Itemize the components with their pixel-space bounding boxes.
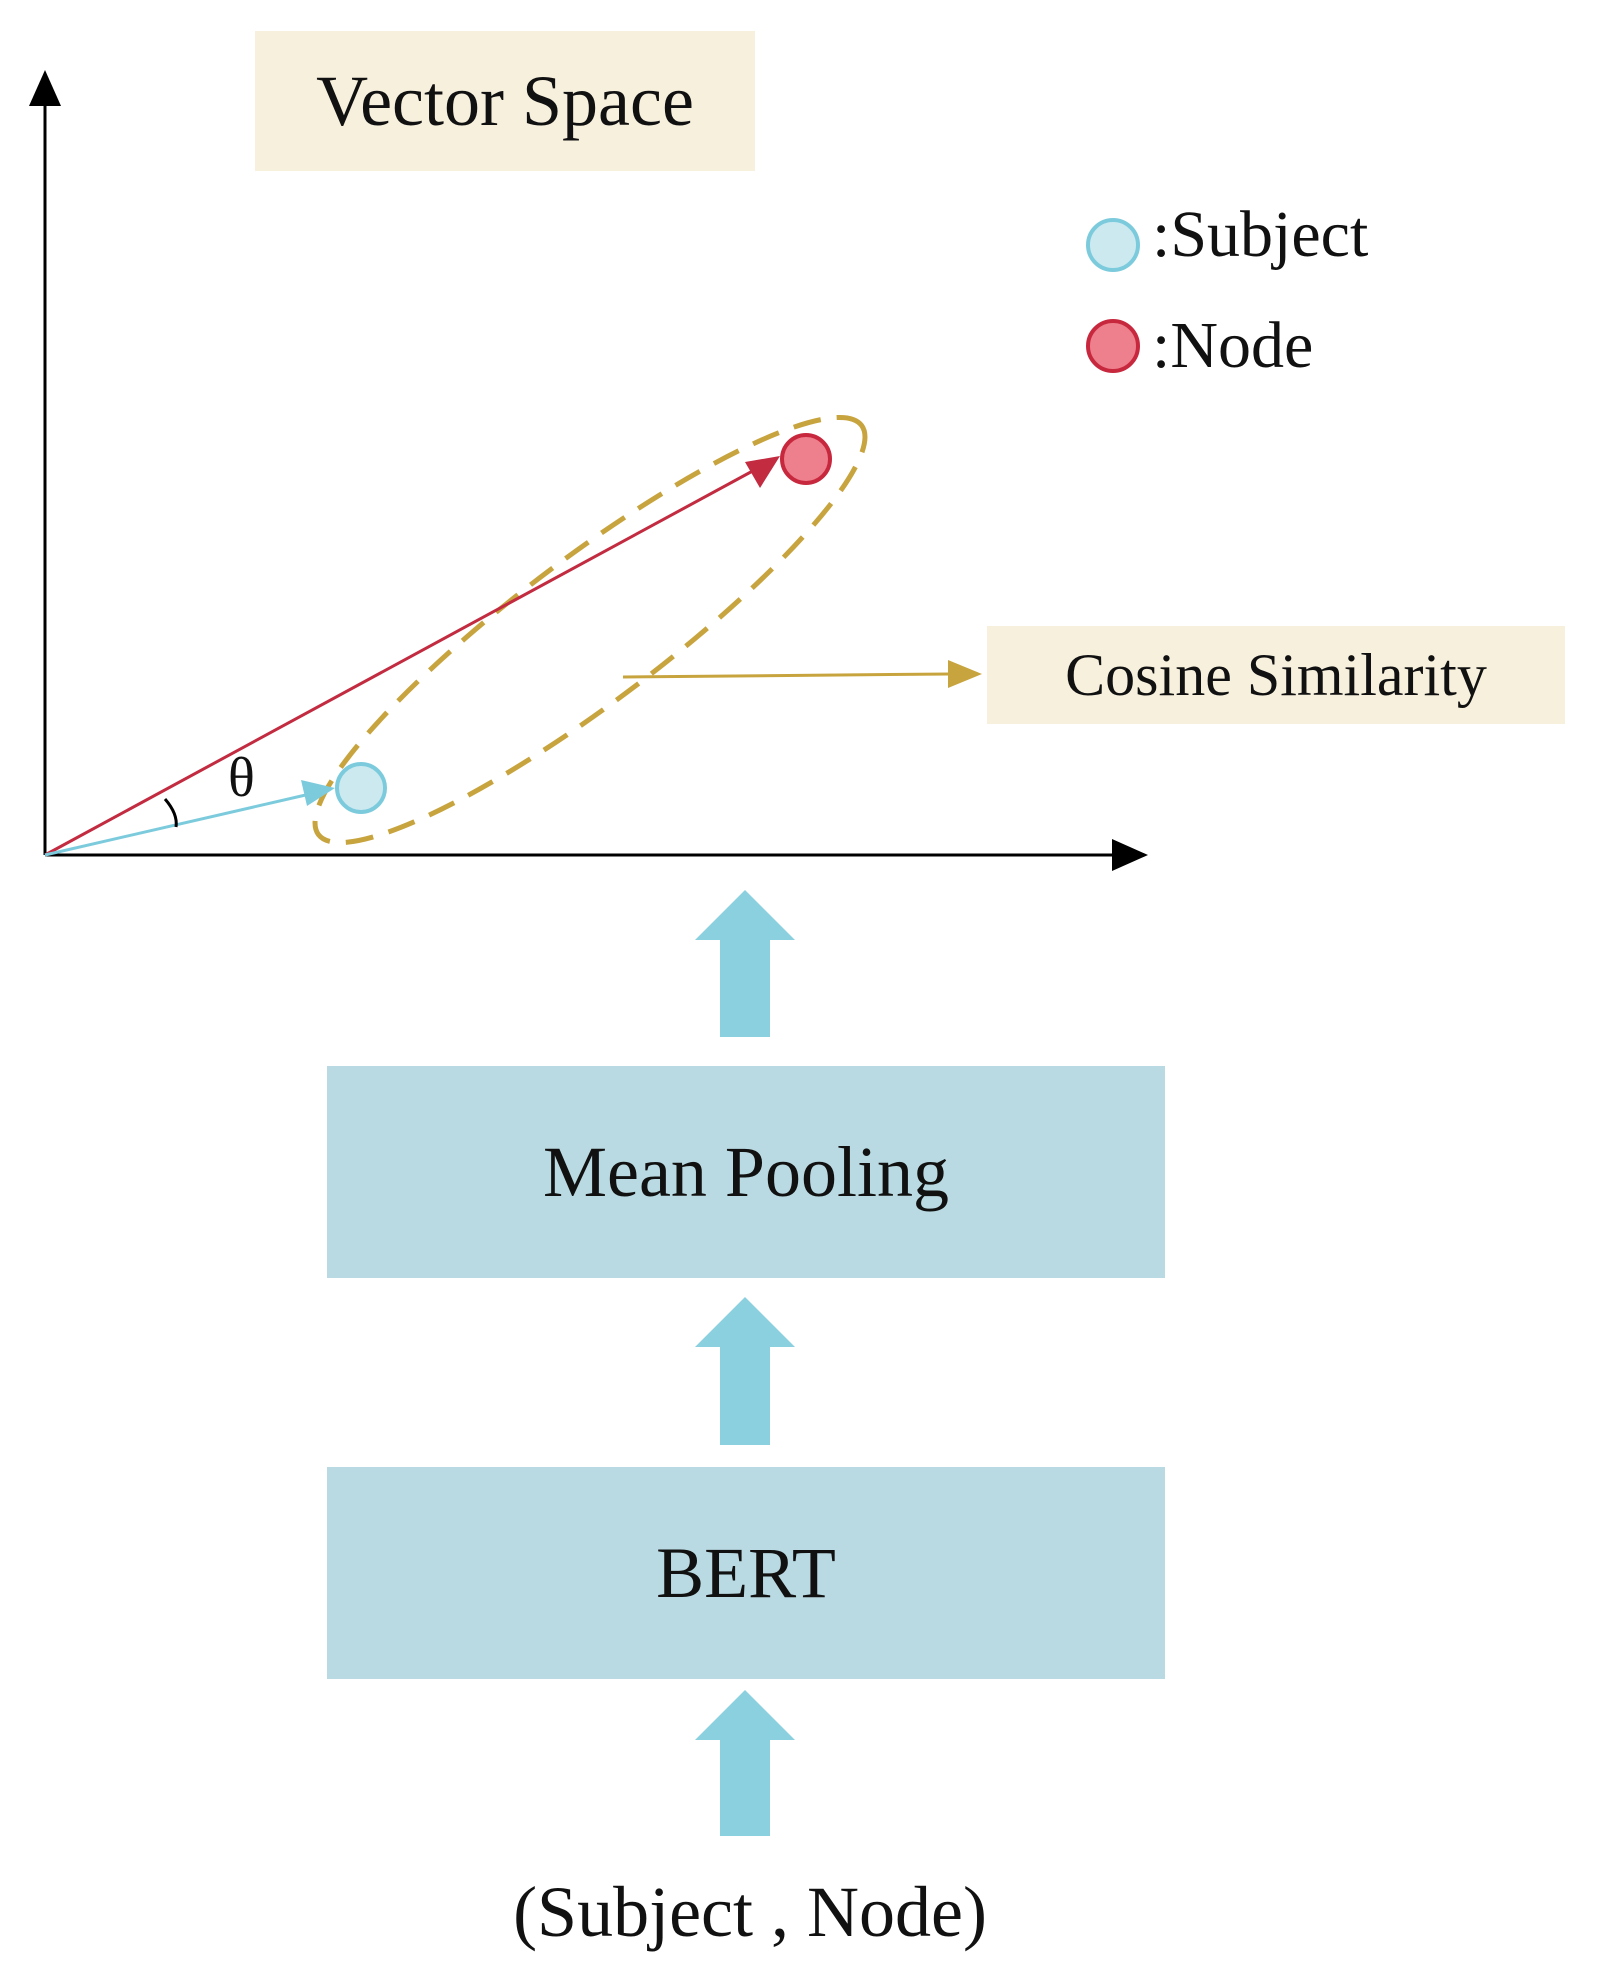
vector-space-title: Vector Space [255,31,755,171]
node-vector-arrowhead [745,456,780,488]
node-vector [44,465,761,857]
angle-theta-label: θ [228,747,255,809]
legend-node-label: :Node [1152,309,1314,382]
x-axis-arrowhead [1112,839,1148,871]
angle-arc [163,798,178,828]
node-point [780,433,832,485]
similarity-ellipse [312,414,868,846]
legend-node-marker [1086,319,1140,373]
cosine-similarity-label: Cosine Similarity [987,626,1565,724]
flow-arrow-to-vector-space [695,890,795,1037]
similarity-connector-arrowhead [948,660,982,688]
similarity-connector [622,672,951,679]
legend-subject-marker [1086,218,1140,272]
subject-vector-arrowhead [301,780,335,806]
input-pair-label: (Subject , Node) [513,1871,987,1952]
legend-subject-label: :Subject [1152,198,1369,271]
flow-arrow-to-mean-pooling [695,1297,795,1445]
mean-pooling-module: Mean Pooling [327,1066,1165,1278]
flow-arrow-to-bert [695,1690,795,1836]
y-axis-arrowhead [29,70,61,106]
subject-point [335,762,387,814]
bert-module: BERT [327,1467,1165,1679]
